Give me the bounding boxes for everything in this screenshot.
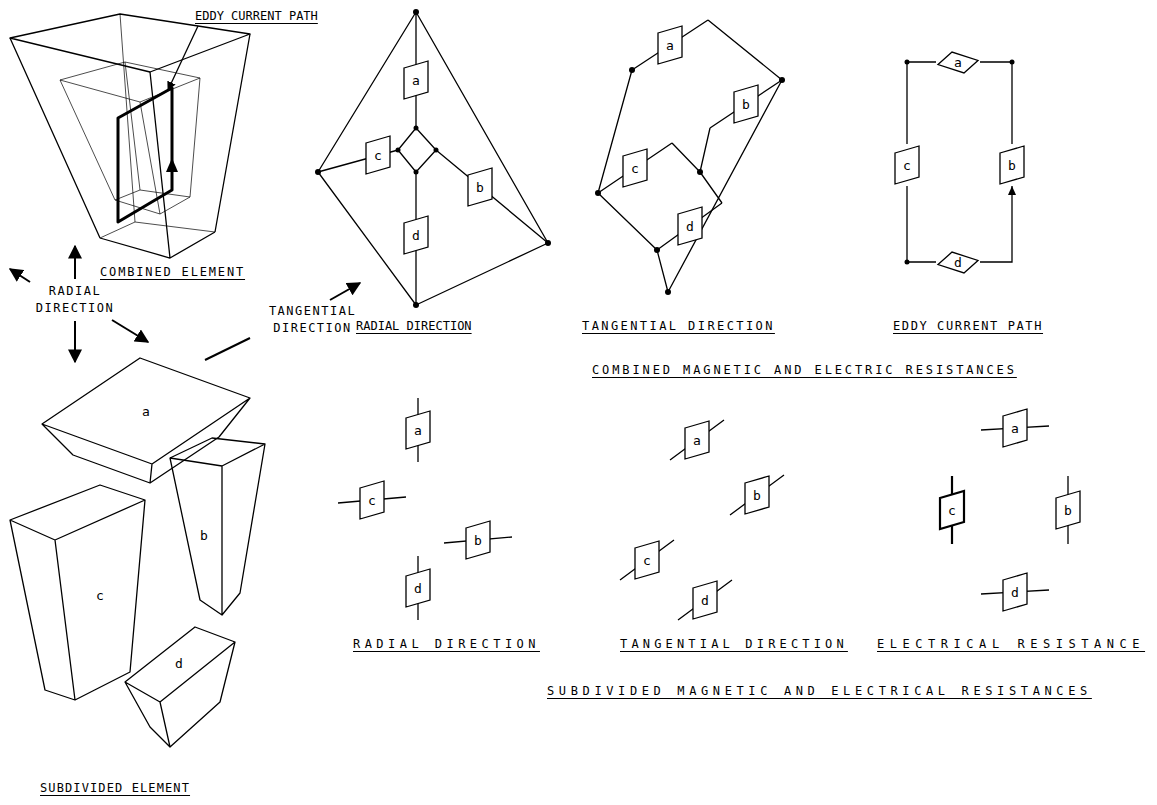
arrow-head bbox=[1008, 186, 1016, 195]
resistor-symbol: d bbox=[1001, 571, 1029, 613]
eddy-current-wire bbox=[980, 62, 1012, 144]
resistor-letter: a bbox=[936, 50, 980, 75]
resistor-letter: c bbox=[364, 134, 392, 176]
resistor-symbol: a bbox=[1001, 407, 1029, 449]
resistor-letter: b bbox=[464, 519, 492, 561]
caption-label: COMBINED ELEMENT bbox=[100, 264, 245, 281]
resistor-symbol: b bbox=[466, 166, 494, 208]
caption-label: EDDY CURRENT PATH bbox=[195, 8, 318, 25]
resistor-letter: c bbox=[893, 144, 921, 186]
resistor-symbol: b bbox=[998, 144, 1026, 186]
eddy-current-wire bbox=[907, 186, 936, 262]
resistor-letter: a bbox=[404, 409, 432, 451]
resistor-symbol: a bbox=[656, 24, 684, 66]
resistor-letter: d bbox=[676, 205, 704, 247]
subdivided-element-drawing bbox=[10, 358, 265, 747]
eddy-current-wire bbox=[907, 62, 936, 144]
resistor-symbol: c bbox=[938, 489, 966, 531]
resistor-symbol: c bbox=[893, 144, 921, 186]
caption-label: SUBDIVIDED MAGNETIC AND ELECTRICAL RESIS… bbox=[547, 683, 1092, 700]
resistor-symbol: b bbox=[1054, 489, 1082, 531]
resistor-symbol: c bbox=[364, 134, 392, 176]
resistor-letter: c bbox=[621, 147, 649, 189]
part-letter: c bbox=[96, 588, 104, 603]
resistor-symbol: b bbox=[732, 83, 760, 125]
resistor-letter: c bbox=[633, 539, 661, 581]
caption-label: COMBINED MAGNETIC AND ELECTRIC RESISTANC… bbox=[592, 362, 1017, 379]
resistor-letter: c bbox=[358, 479, 386, 521]
caption-label: TANGENTIAL DIRECTION bbox=[582, 318, 775, 335]
caption-label: RADIAL DIRECTION bbox=[356, 318, 472, 335]
resistor-letter: d bbox=[402, 214, 430, 256]
resistor-symbol: c bbox=[358, 479, 386, 521]
resistor-letter: c bbox=[938, 489, 966, 531]
resistor-symbol: c bbox=[633, 539, 661, 581]
part-letter: d bbox=[175, 656, 183, 671]
caption-label: RADIAL DIRECTION bbox=[353, 636, 540, 653]
caption-label: ELECTRICAL RESISTANCE bbox=[877, 636, 1145, 653]
resistor-letter: b bbox=[732, 83, 760, 125]
resistor-symbol: d bbox=[936, 250, 980, 275]
resistor-letter: a bbox=[402, 59, 430, 101]
resistor-symbol: a bbox=[936, 50, 980, 75]
resistor-symbol: b bbox=[743, 474, 771, 516]
resistor-letter: d bbox=[404, 567, 432, 609]
resistor-letter: d bbox=[691, 579, 719, 621]
resistor-symbol: c bbox=[621, 147, 649, 189]
radial-network-wires bbox=[315, 9, 551, 308]
tangential-network-wires bbox=[595, 20, 785, 295]
resistor-symbol: d bbox=[676, 205, 704, 247]
caption-label: SUBDIVIDED ELEMENT bbox=[40, 780, 190, 797]
resistor-letter: a bbox=[656, 24, 684, 66]
resistor-symbol: a bbox=[683, 419, 711, 461]
resistor-letter: a bbox=[1001, 407, 1029, 449]
resistor-letter: a bbox=[683, 419, 711, 461]
combined-element-drawing bbox=[10, 14, 250, 258]
part-letter: a bbox=[142, 404, 150, 419]
caption-label: RADIAL DIRECTION bbox=[25, 283, 125, 317]
caption-label: EDDY CURRENT PATH bbox=[893, 318, 1043, 335]
resistor-symbol: d bbox=[691, 579, 719, 621]
resistor-symbol: b bbox=[464, 519, 492, 561]
resistor-letter: b bbox=[743, 474, 771, 516]
caption-label: TANGENTIAL DIRECTION bbox=[620, 636, 848, 653]
eddy-current-wire bbox=[980, 186, 1012, 262]
resistor-letter: d bbox=[936, 250, 980, 275]
eddy-path-dots bbox=[905, 60, 1015, 265]
resistor-stubs bbox=[338, 398, 1068, 620]
caption-label: TANGENTIAL DIRECTION bbox=[255, 303, 370, 337]
resistor-symbol: a bbox=[404, 409, 432, 451]
part-letter: b bbox=[200, 528, 208, 543]
resistor-letter: b bbox=[466, 166, 494, 208]
resistor-letter: d bbox=[1001, 571, 1029, 613]
resistor-symbol: d bbox=[404, 567, 432, 609]
resistor-letter: b bbox=[1054, 489, 1082, 531]
resistor-symbol: a bbox=[402, 59, 430, 101]
resistor-symbol: d bbox=[402, 214, 430, 256]
resistor-letter: b bbox=[998, 144, 1026, 186]
